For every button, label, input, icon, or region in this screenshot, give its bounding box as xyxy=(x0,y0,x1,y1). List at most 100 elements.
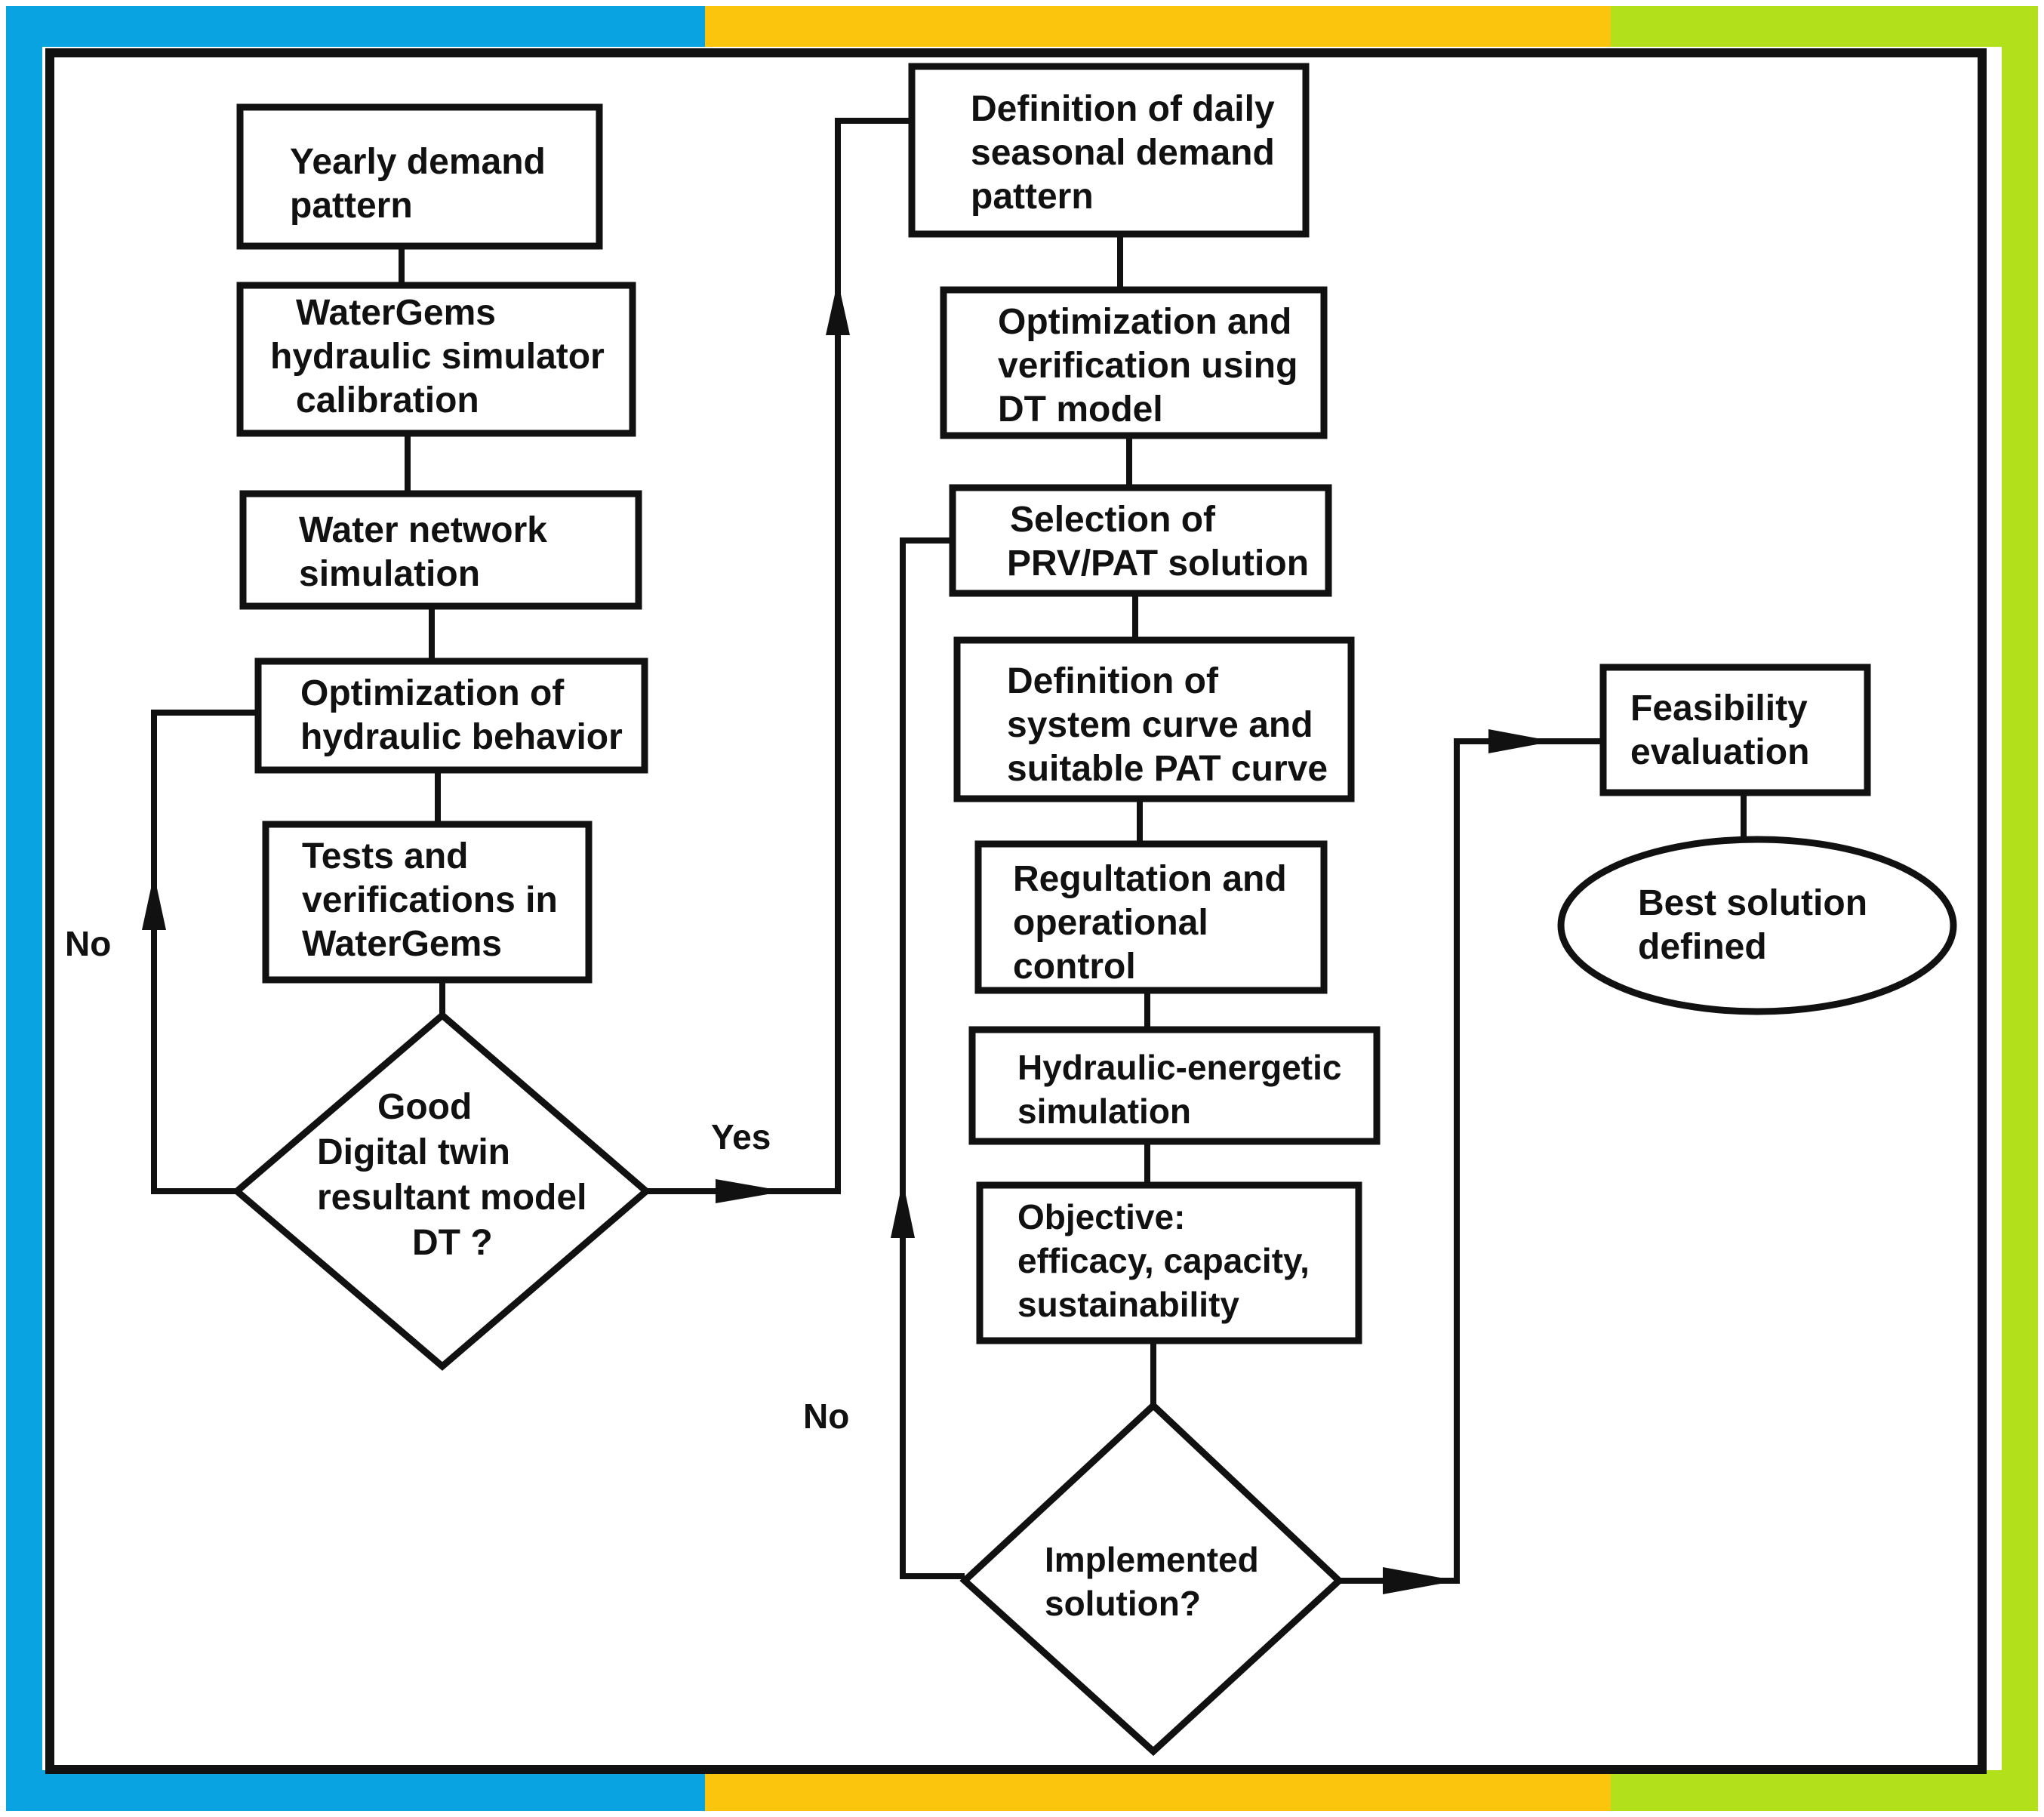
decision-implemented-text-line-2: solution? xyxy=(1045,1584,1201,1623)
decision-good-dt-text-line-2: Digital twin xyxy=(317,1132,510,1172)
node-system-curve-text-line-3: suitable PAT curve xyxy=(1007,749,1328,789)
node-watergems-calibration-text-line-1: WaterGems xyxy=(296,293,496,333)
decision-implemented-text-line-1: Implemented xyxy=(1045,1540,1259,1579)
node-daily-seasonal-demand-text-line-3: pattern xyxy=(971,177,1094,217)
node-regulation-control-box xyxy=(974,840,1328,994)
node-yearly-demand-text-line-1: Yearly demand xyxy=(290,142,546,182)
decision-implemented: Implemented solution? xyxy=(959,1400,1344,1757)
node-feasibility-box xyxy=(1599,664,1871,796)
node-tests-verifications-text-line-2: verifications in xyxy=(302,880,558,920)
arrow-right-bottom xyxy=(1383,1567,1457,1594)
arrow-right-yes xyxy=(716,1179,785,1203)
node-water-network-simulation-box xyxy=(239,490,642,610)
decision-good-dt-text-line-1: Good xyxy=(377,1087,472,1127)
decision-good-dt-text-line-4: DT ? xyxy=(412,1223,493,1263)
node-tests-verifications-text-line-1: Tests and xyxy=(302,836,469,876)
decision-implemented-diamond xyxy=(959,1400,1344,1757)
node-optimization-hydraulic-text-line-1: Optimization of xyxy=(300,673,565,713)
node-optimization-verification-text-line-3: DT model xyxy=(998,390,1163,430)
node-objective: Objective: efficacy, capacity, sustainabil… xyxy=(976,1181,1362,1344)
node-system-curve-box xyxy=(953,636,1355,802)
decision-good-dt-diamond xyxy=(232,1011,651,1371)
node-water-network-simulation-text-line-1: Water network xyxy=(299,510,547,550)
connectors xyxy=(142,118,1747,1594)
frame-left-blue xyxy=(6,6,42,1811)
node-hydraulic-energetic-box xyxy=(968,1026,1381,1145)
node-optimization-verification-text-line-1: Optimization and xyxy=(998,302,1291,342)
node-objective-text-line-2: efficacy, capacity, xyxy=(1017,1241,1310,1280)
frame-bottom-yellow xyxy=(705,1770,1611,1811)
node-daily-seasonal-demand-text-line-2: seasonal demand xyxy=(971,133,1275,173)
link-no-loop-left xyxy=(151,710,258,1194)
node-feasibility-text-line-1: Feasibility xyxy=(1630,688,1808,728)
node-objective-text-line-3: sustainability xyxy=(1017,1285,1239,1324)
node-best-solution-text-line-2: defined xyxy=(1638,927,1767,967)
label-no-left: No xyxy=(65,924,111,963)
node-selection-prv-pat-text-line-2: PRV/PAT solution xyxy=(1007,544,1309,584)
node-optimization-hydraulic-text-line-2: hydraulic behavior xyxy=(300,717,623,757)
arrow-up-right xyxy=(891,1181,915,1238)
frame-bottom-blue xyxy=(6,1770,705,1811)
frame-top-yellow xyxy=(705,6,1611,47)
node-hydraulic-energetic-text-line-2: simulation xyxy=(1017,1092,1191,1131)
link-no-loop-right xyxy=(900,537,965,1579)
node-system-curve-text-line-1: Definition of xyxy=(1007,661,1219,701)
node-objective-box xyxy=(976,1181,1362,1344)
node-tests-verifications-text-line-3: WaterGems xyxy=(302,924,502,964)
frame-bottom-green xyxy=(1611,1770,2038,1811)
node-water-network-simulation-text-line-2: simulation xyxy=(299,554,480,594)
node-regulation-control-text-line-2: operational xyxy=(1013,903,1208,943)
decision-implemented-text: Implemented solution? xyxy=(1045,1540,1259,1623)
node-regulation-control-text-line-1: Regultation and xyxy=(1013,859,1287,899)
node-objective-text-line-1: Objective: xyxy=(1017,1197,1185,1236)
node-selection-prv-pat-box xyxy=(949,484,1332,597)
node-watergems-calibration-text-line-3: calibration xyxy=(296,380,479,420)
node-hydraulic-energetic: Hydraulic-energetic simulation xyxy=(968,1026,1381,1145)
frame-top-green xyxy=(1611,6,2038,47)
node-optimization-hydraulic-box xyxy=(254,658,648,774)
arrow-up-left xyxy=(142,874,166,930)
node-feasibility-text-line-2: evaluation xyxy=(1630,732,1809,772)
node-daily-seasonal-demand-box xyxy=(908,63,1310,238)
node-daily-seasonal-demand-text-line-1: Definition of daily xyxy=(971,89,1275,129)
node-selection-prv-pat-text-line-1: Selection of xyxy=(1010,500,1216,540)
label-no-right: No xyxy=(803,1397,849,1436)
node-watergems-calibration-text-line-2: hydraulic simulator xyxy=(270,337,605,377)
decision-good-dt-text-line-3: resultant model xyxy=(317,1178,586,1218)
node-watergems-calibration-box xyxy=(236,282,636,437)
arrow-right-feasibility xyxy=(1488,729,1553,753)
node-best-solution-ellipse xyxy=(1557,836,1957,1015)
node-optimization-verification-box xyxy=(940,286,1328,439)
node-yearly-demand-box xyxy=(236,103,603,250)
node-hydraulic-energetic-text-line-1: Hydraulic-energetic xyxy=(1017,1048,1341,1087)
frame-top-blue xyxy=(6,6,705,47)
node-yearly-demand-text-line-2: pattern xyxy=(290,186,413,226)
